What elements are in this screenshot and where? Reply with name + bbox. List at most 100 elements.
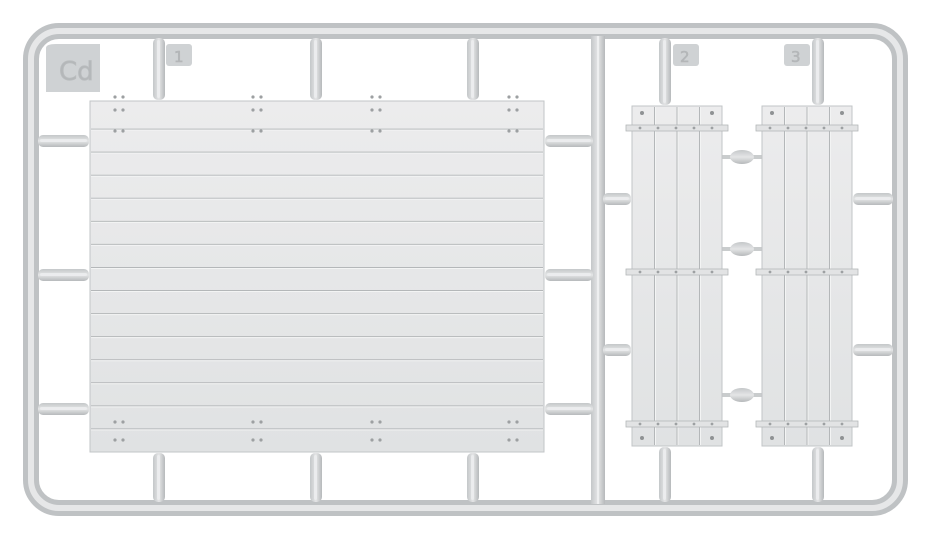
sprue-gate bbox=[467, 453, 479, 502]
bolt-head bbox=[370, 129, 374, 133]
bolt-head bbox=[507, 108, 511, 112]
strap-rivet bbox=[656, 126, 660, 130]
strap-rivet bbox=[840, 270, 844, 274]
bolt-head bbox=[121, 108, 125, 112]
bolt-head bbox=[507, 95, 511, 99]
part-number-2: 2 bbox=[680, 48, 690, 66]
bolt-head bbox=[515, 108, 519, 112]
bolt-head bbox=[113, 129, 117, 133]
bolt-head bbox=[515, 438, 519, 442]
strap-rivet bbox=[674, 126, 678, 130]
strap-rivet bbox=[804, 422, 808, 426]
divider-runner bbox=[591, 36, 605, 504]
strap-rivet bbox=[822, 126, 826, 130]
strap-rivet bbox=[692, 422, 696, 426]
corner-rivet bbox=[640, 436, 644, 440]
sprue-code-tag: Cd bbox=[46, 44, 100, 92]
corner-rivet bbox=[640, 111, 644, 115]
sprue-bead-connector bbox=[712, 388, 772, 402]
strap-rivet bbox=[638, 422, 642, 426]
bolt-head bbox=[121, 420, 125, 424]
bolt-head bbox=[113, 95, 117, 99]
sprue-gate bbox=[38, 135, 89, 147]
strap-rivet bbox=[656, 422, 660, 426]
bolt-head bbox=[515, 95, 519, 99]
sprue-code-label: Cd bbox=[59, 57, 94, 87]
floor-plank-lines bbox=[91, 128, 543, 431]
part-1-floor-panel bbox=[89, 95, 545, 453]
bolt-head bbox=[378, 95, 382, 99]
bolt-head bbox=[515, 420, 519, 424]
strap-rivet bbox=[674, 422, 678, 426]
bolt-head bbox=[507, 420, 511, 424]
runner-gates bbox=[38, 38, 893, 502]
bolt-head bbox=[251, 129, 255, 133]
sprue-gate bbox=[812, 447, 824, 502]
bolt-head bbox=[370, 438, 374, 442]
bolt-head bbox=[507, 129, 511, 133]
bolt-head bbox=[251, 95, 255, 99]
strap-rivet bbox=[692, 126, 696, 130]
bolt-head bbox=[370, 420, 374, 424]
strap-rivet bbox=[804, 270, 808, 274]
part-number-1: 1 bbox=[174, 48, 184, 66]
bolt-head bbox=[259, 108, 263, 112]
bolt-head bbox=[113, 108, 117, 112]
strap-rivet bbox=[786, 126, 790, 130]
strap-rivet bbox=[638, 270, 642, 274]
strap-rivet bbox=[822, 270, 826, 274]
bolt-head bbox=[370, 95, 374, 99]
bolt-head bbox=[259, 420, 263, 424]
sprue-gate bbox=[659, 38, 671, 105]
strap-rivet bbox=[840, 126, 844, 130]
strap-rivet bbox=[768, 270, 772, 274]
strap-rivet bbox=[710, 270, 714, 274]
bolt-head bbox=[378, 420, 382, 424]
bolt-head bbox=[251, 108, 255, 112]
strap-rivet bbox=[674, 270, 678, 274]
strap-rivet bbox=[804, 126, 808, 130]
part-number-tab-3: 3 bbox=[784, 44, 810, 66]
strap-rivet bbox=[840, 422, 844, 426]
bolt-head bbox=[121, 129, 125, 133]
bolt-head bbox=[507, 438, 511, 442]
part-number-tab-1: 1 bbox=[166, 44, 192, 66]
corner-rivet bbox=[840, 111, 844, 115]
bolt-head bbox=[121, 438, 125, 442]
bolt-head bbox=[251, 438, 255, 442]
sprue-gate bbox=[659, 447, 671, 502]
strap-rivet bbox=[786, 422, 790, 426]
bolt-head bbox=[370, 108, 374, 112]
strap-rivet bbox=[786, 270, 790, 274]
strap-rivet bbox=[638, 126, 642, 130]
strap-rivet bbox=[710, 126, 714, 130]
bolt-head bbox=[378, 438, 382, 442]
sprue-gate bbox=[310, 453, 322, 502]
corner-rivet bbox=[710, 111, 714, 115]
corner-rivet bbox=[770, 436, 774, 440]
sprue-gate bbox=[545, 135, 593, 147]
strap-rivet bbox=[710, 422, 714, 426]
sprue-gate bbox=[603, 344, 631, 356]
door-leaf-2-details bbox=[625, 107, 729, 445]
bolt-head bbox=[259, 129, 263, 133]
strap-rivet bbox=[656, 270, 660, 274]
bolt-head bbox=[121, 95, 125, 99]
bolt-head bbox=[113, 420, 117, 424]
bolt-head bbox=[259, 95, 263, 99]
corner-rivet bbox=[770, 111, 774, 115]
part-2-door-leaf bbox=[625, 105, 729, 447]
sprue-bead-connector bbox=[712, 150, 772, 164]
bolt-head bbox=[259, 438, 263, 442]
bolt-head bbox=[378, 108, 382, 112]
strap-rivet bbox=[692, 270, 696, 274]
sprue-gate bbox=[603, 193, 631, 205]
corner-rivet bbox=[710, 436, 714, 440]
sprue-gate bbox=[853, 344, 893, 356]
bolt-head bbox=[515, 129, 519, 133]
bolt-head bbox=[251, 420, 255, 424]
sprue-gate bbox=[38, 403, 89, 415]
sprue-gate bbox=[310, 38, 322, 100]
sprue-bead-connector bbox=[712, 242, 772, 256]
